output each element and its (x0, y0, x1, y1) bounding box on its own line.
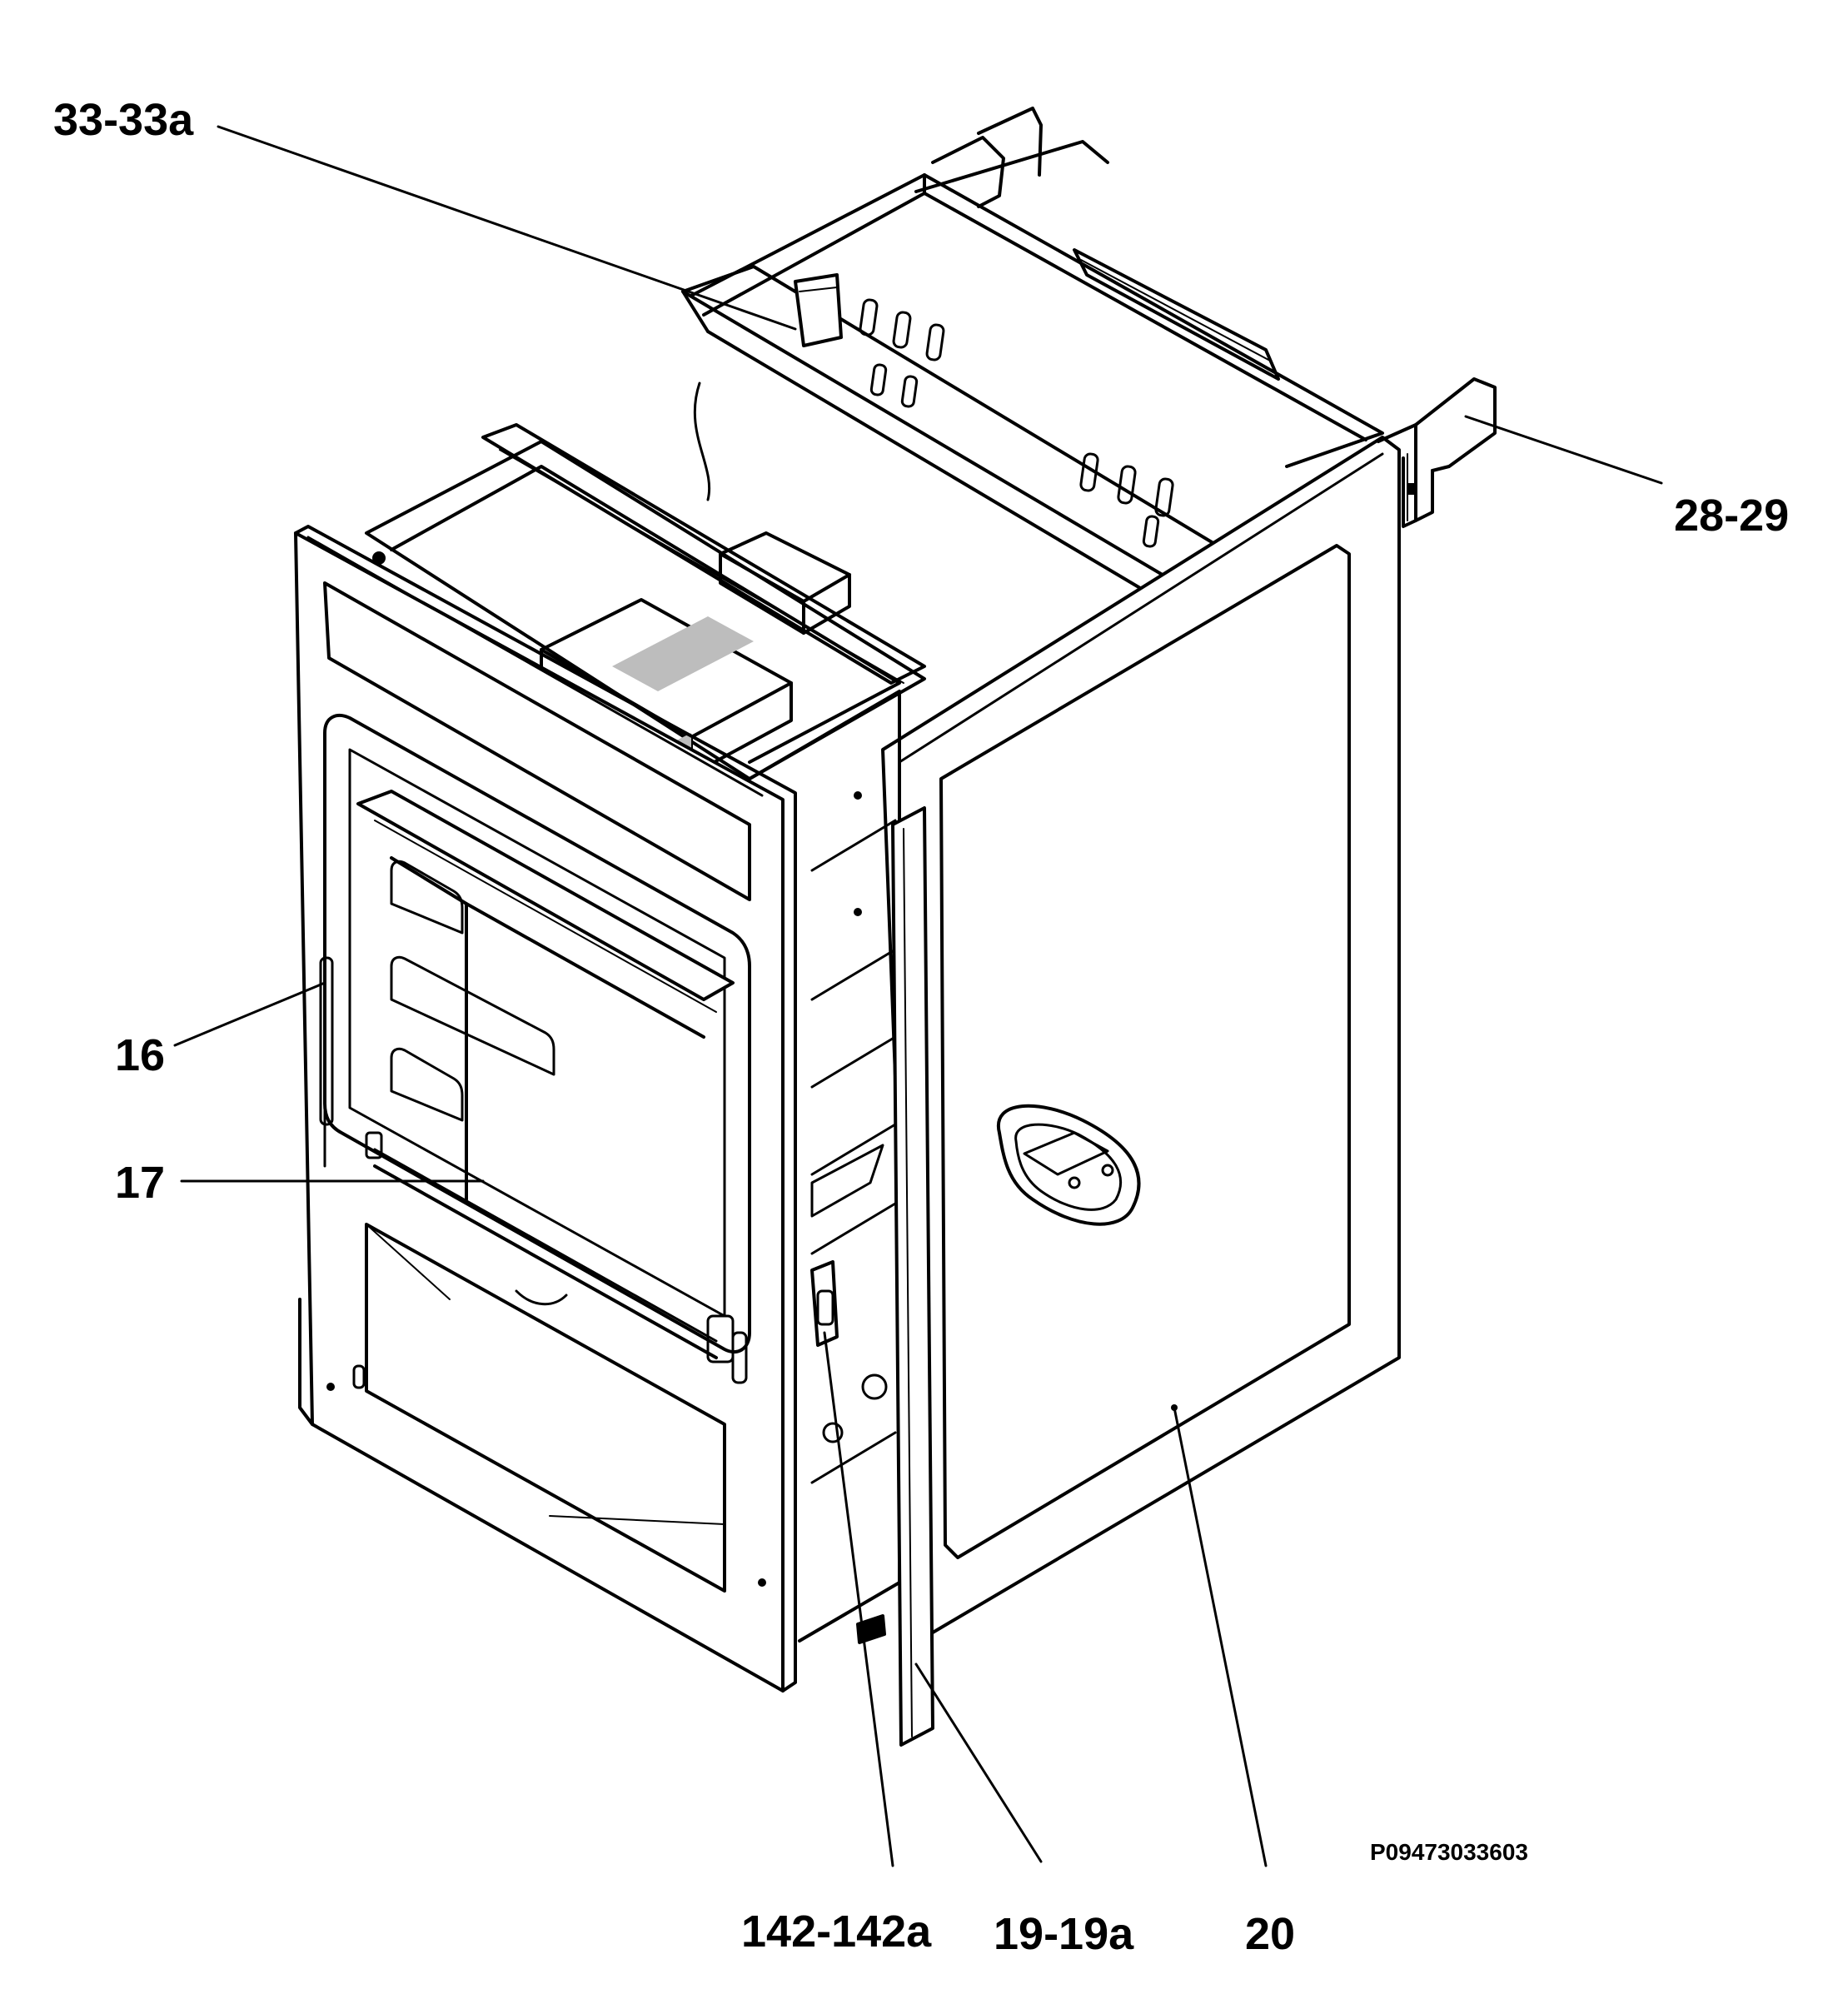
cavity-side-ribs (390, 860, 555, 1122)
callout-20: 20 (1245, 1909, 1296, 1959)
rear-mounting-bracket (1377, 377, 1497, 528)
leader-33-33a (217, 125, 797, 331)
leader-16 (173, 981, 326, 1047)
leader-142-142a (823, 1331, 894, 1867)
leader-19-19a (914, 1663, 1043, 1863)
side-panel-recess (996, 1104, 1141, 1226)
hinge-bracket (810, 1260, 886, 1644)
side-trim-strip (891, 806, 934, 1747)
callout-33-33a: 33-33a (53, 95, 194, 145)
callout-17: 17 (115, 1158, 166, 1208)
callout-19-19a: 19-19a (994, 1909, 1134, 1959)
right-side-panel (881, 436, 1401, 1634)
leader-20 (1173, 1406, 1268, 1867)
rear-top-panel (690, 107, 1384, 548)
diagram-reference-code: P09473033603 (1370, 1839, 1528, 1865)
leader-lines (173, 125, 1663, 1867)
callout-28-29: 28-29 (1674, 491, 1790, 541)
front-frame (294, 525, 797, 1692)
callout-142-142a: 142-142a (741, 1907, 932, 1957)
callout-16: 16 (115, 1030, 166, 1080)
leader-28-29 (1464, 415, 1663, 485)
rear-panel-slots (859, 298, 1174, 548)
